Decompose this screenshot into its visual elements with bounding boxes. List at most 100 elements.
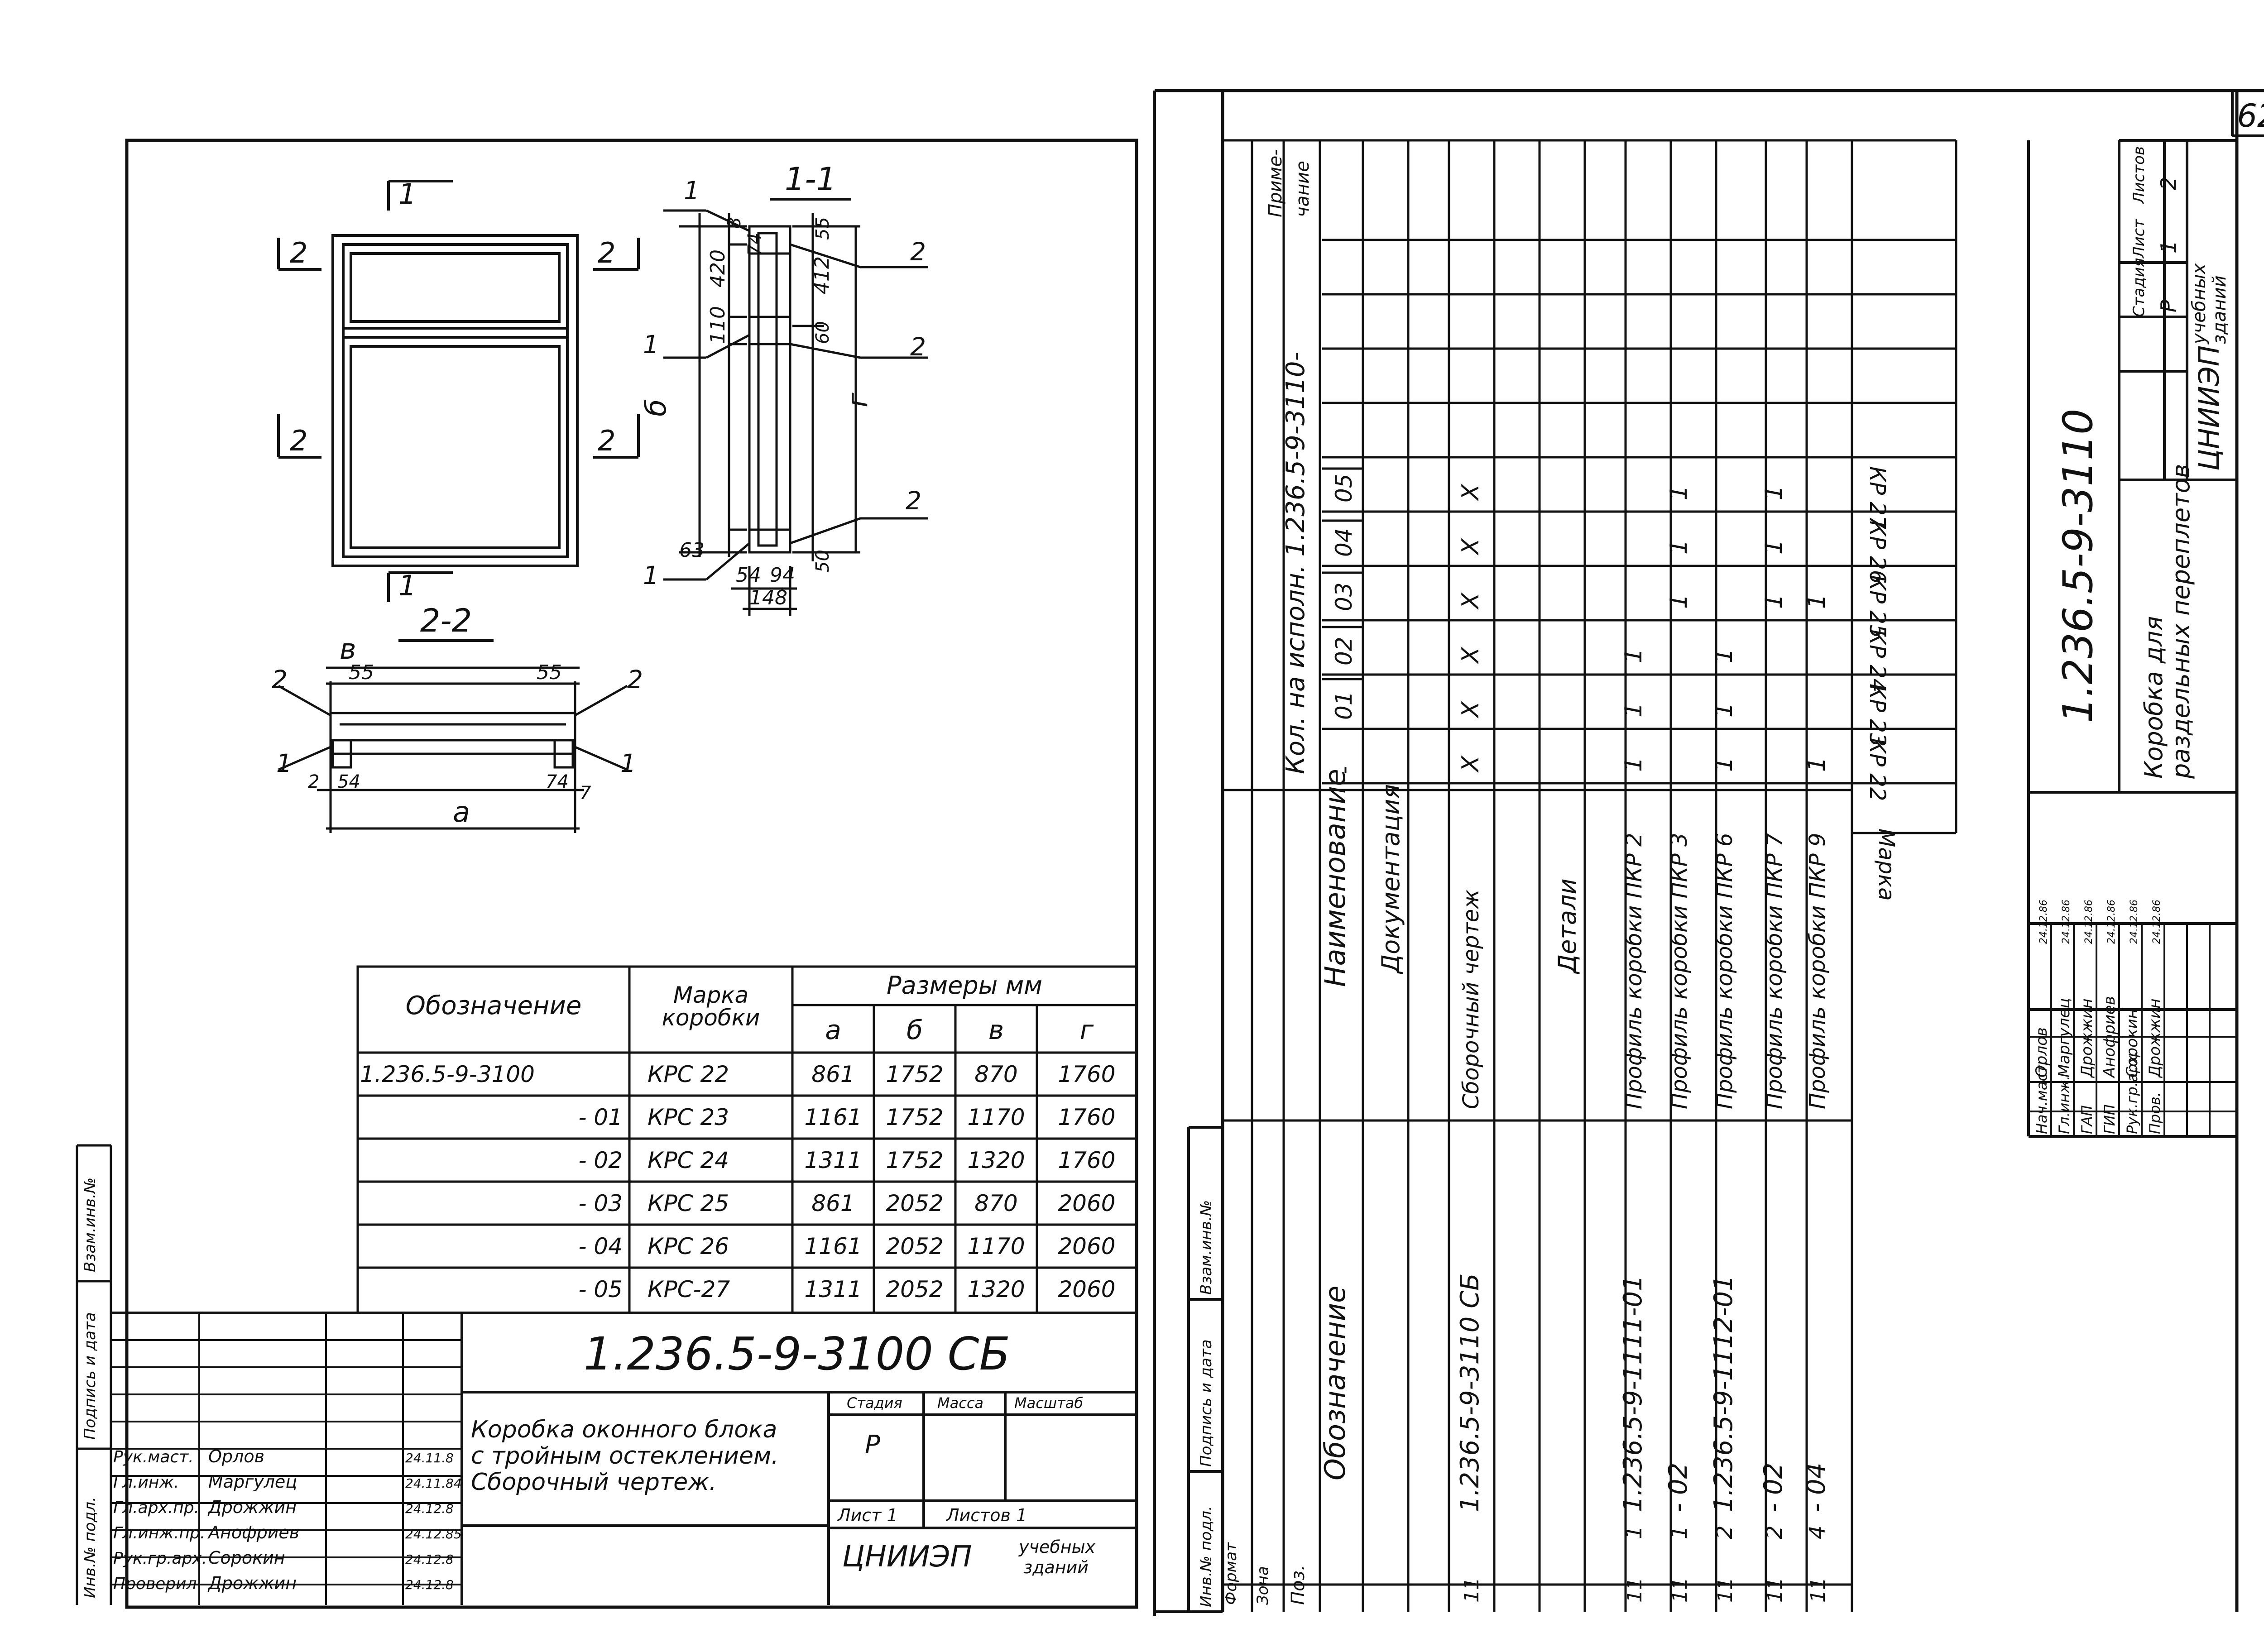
spec-row-format: 11: [1623, 1577, 1646, 1603]
dim-412: 412: [811, 256, 834, 294]
left-title-code: 1.236.5-9-3100 СБ: [584, 1327, 1010, 1380]
size-row-v: 1170: [967, 1104, 1025, 1130]
size-row-mark: КРС 24: [648, 1147, 729, 1173]
col-b: б: [907, 1015, 923, 1045]
spec-mark: КР 26: [1865, 521, 1890, 584]
left-staff-name: Орлов: [208, 1446, 264, 1466]
section-2-2: [278, 639, 628, 833]
cut-2-d: 2: [598, 424, 615, 457]
plan-dim-74: 74: [546, 771, 569, 792]
left-staff-name: Анофриев: [207, 1523, 299, 1542]
right-staff-role: Рук.гр.арх.: [2124, 1051, 2141, 1134]
left-org: ЦНИИЭП: [842, 1540, 972, 1574]
sec-1-c: 1: [643, 561, 659, 590]
left-staff-name: Маргулец: [208, 1472, 297, 1492]
spec-mark: КР 23: [1865, 684, 1890, 747]
size-row-mark: КРС 23: [648, 1104, 729, 1130]
spec-row-qty: X: [1457, 538, 1484, 556]
left-stage-label: Стадия: [847, 1394, 902, 1412]
left-staff-date: 24.11.84: [405, 1476, 462, 1491]
sec-1-a: 1: [684, 176, 700, 205]
size-row-designation: - 02: [578, 1147, 623, 1173]
size-row-a: 1161: [804, 1104, 862, 1130]
dim-60: 60: [812, 321, 833, 344]
dim-55: 55: [812, 217, 833, 240]
plan-2-b: 2: [627, 665, 643, 694]
right-side-stamp: Инв.№ подл.: [1197, 1506, 1215, 1607]
left-staff-role: Гл.инж.: [113, 1473, 179, 1492]
left-staff-role: Проверил: [113, 1575, 197, 1593]
right-staff-date: 24.12.86: [2061, 900, 2072, 944]
spec-row-designation: - 04: [1802, 1463, 1831, 1512]
right-title-code: 1.236.5-9-3110: [2054, 409, 2102, 723]
right-stage-label: Стадия: [2130, 258, 2148, 317]
right-staff-date: 24.12.86: [2038, 900, 2049, 944]
dim-94: 94: [770, 564, 795, 587]
col-designation: Обозначение: [406, 991, 582, 1020]
spec-mark: КР 27: [1865, 466, 1890, 530]
dim-148: 148: [749, 586, 787, 609]
right-staff-name: Дрожжин: [2146, 998, 2164, 1078]
size-row-a: 861: [811, 1190, 854, 1216]
left-org-sub-2: зданий: [1023, 1557, 1089, 1577]
right-staff-role: Пров.: [2146, 1092, 2163, 1134]
size-row-mark: КРС 22: [648, 1061, 729, 1087]
size-row-g: 2060: [1058, 1276, 1115, 1302]
sheet-texts: 621122221-12-2бгвa1112222211855744204121…: [81, 97, 2264, 1607]
size-row-a: 1161: [804, 1233, 862, 1259]
plan-1-a: 1: [276, 749, 292, 778]
left-staff-date: 24.12.85: [405, 1527, 462, 1542]
spec-row-designation: 1.236.5-9-1111-01: [1618, 1275, 1648, 1512]
plan-dim-54: 54: [337, 771, 360, 792]
spec-row-pos: 1: [1621, 1525, 1647, 1539]
dim-63: 63: [679, 539, 705, 562]
size-row-b: 1752: [886, 1061, 943, 1087]
spec-row-name: Профиль коробки ПКР 6: [1712, 833, 1737, 1109]
spec-variant: 03: [1331, 582, 1357, 611]
right-staff-name: Сорокин: [2123, 1009, 2141, 1077]
spec-variant: 02: [1331, 637, 1357, 666]
left-staff-name: Сорокин: [208, 1548, 285, 1568]
left-staff-name: Дрожжин: [207, 1497, 297, 1517]
size-row-b: 2052: [886, 1190, 943, 1216]
right-org-sub-1: учебных: [2189, 263, 2210, 345]
spec-col-note-2: чание: [1292, 161, 1313, 217]
size-row-a: 1311: [804, 1147, 862, 1173]
right-side-stamp: Взам.инв.№: [1197, 1200, 1215, 1295]
sec-2-c: 2: [906, 486, 921, 515]
size-row-designation: - 05: [578, 1276, 623, 1302]
plan-dim-55r: 55: [537, 661, 562, 684]
right-staff-name: Орлов: [2033, 1027, 2051, 1077]
right-sheets: 2: [2156, 177, 2181, 190]
left-title-block-grid: [111, 1312, 1137, 1605]
spec-row-name: Профиль коробки ПКР 3: [1667, 833, 1692, 1109]
left-staff-date: 24.12.8: [405, 1501, 454, 1516]
spec-row-designation: 1.236.5-9-1112-01: [1709, 1275, 1738, 1512]
sec-2-a: 2: [910, 237, 926, 266]
right-staff-role: Нач.маст.: [2033, 1060, 2050, 1134]
size-row-designation: 1.236.5-9-3100: [360, 1061, 535, 1087]
left-staff-role: Гл.арх.пр.: [113, 1499, 199, 1517]
dim-420: 420: [706, 249, 729, 287]
size-row-g: 1760: [1058, 1147, 1115, 1173]
left-staff-date: 24.12.8: [405, 1577, 454, 1592]
label-b: б: [639, 399, 672, 417]
spec-col-qty: Кол. на исполн. 1.236.5-9-3110-: [1281, 352, 1310, 774]
spec-row-qty: 1: [1711, 648, 1738, 663]
size-row-mark: КРС-27: [648, 1276, 730, 1302]
spec-table-grid: [1221, 139, 1957, 1612]
right-staff-date: 24.12.86: [2083, 900, 2095, 944]
size-row-b: 1752: [886, 1104, 943, 1130]
spec-row-designation: - 02: [1664, 1463, 1693, 1512]
sec-1-b: 1: [643, 330, 659, 359]
sec-2-b: 2: [910, 332, 926, 361]
size-row-b: 1752: [886, 1147, 943, 1173]
spec-section-parts: Детали: [1553, 878, 1582, 974]
spec-variant: 04: [1331, 528, 1357, 557]
right-staff-date: 24.12.86: [2129, 900, 2140, 944]
spec-row-qty: 1: [1804, 594, 1831, 609]
spec-col-designation: Обозначение: [1319, 1286, 1352, 1480]
spec-row-qty: 1: [1760, 485, 1788, 500]
spec-row-qty: 1: [1620, 703, 1647, 718]
spec-row-pos: 2: [1712, 1525, 1737, 1539]
